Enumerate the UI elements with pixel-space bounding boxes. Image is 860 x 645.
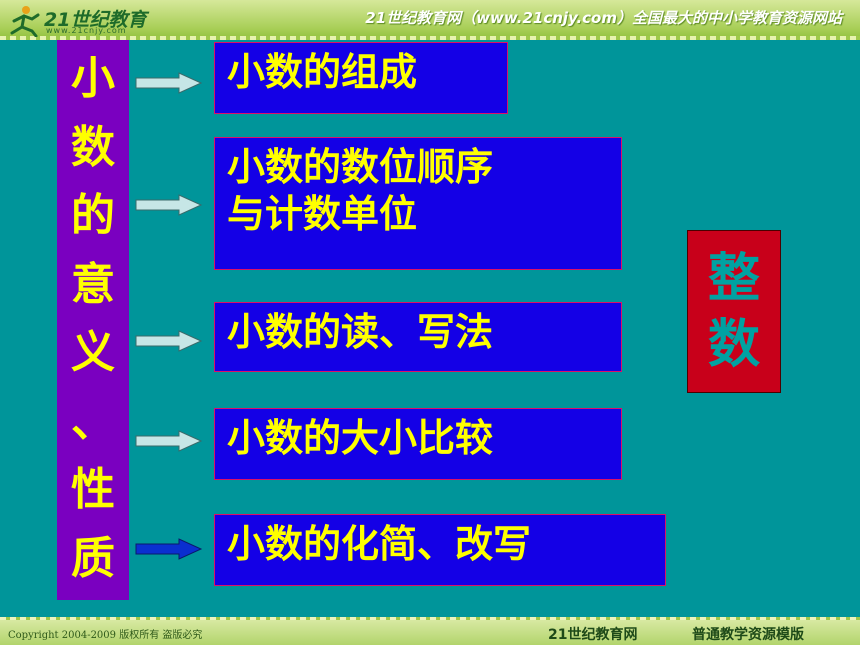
footer-bar: Copyright 2004-2009 版权所有 盗版必究 21世纪教育网 普通… xyxy=(0,620,860,645)
integer-char: 整 xyxy=(707,247,760,309)
topic-box-comparison[interactable]: 小数的大小比较 xyxy=(214,408,622,480)
topic-box-place-value[interactable]: 小数的数位顺序 与计数单位 xyxy=(214,137,622,270)
header-stripe xyxy=(0,36,860,40)
copyright-text: Copyright 2004-2009 版权所有 盗版必究 xyxy=(8,630,203,641)
logo-text: 21世纪教育 xyxy=(44,9,147,31)
site-title: 21世纪教育网（www.21cnjy.com）全国最大的中小学教育资源网站 xyxy=(365,9,842,27)
topic-box-composition[interactable]: 小数的组成 xyxy=(214,42,508,114)
header-bar: 21世纪教育 www.21cnjy.com 21世纪教育网（www.21cnjy… xyxy=(0,0,860,40)
title-char: 质 xyxy=(71,532,115,584)
footer-site-name: 21世纪教育网 xyxy=(548,627,638,643)
logo-subtext: www.21cnjy.com xyxy=(46,26,127,35)
topic-title-vertical: 小 数 的 意 义 、 性 质 xyxy=(57,40,129,600)
arrow-right-icon xyxy=(135,72,203,94)
topic-box-label: 小数的大小比较 xyxy=(227,415,494,460)
logo: 21世纪教育 www.21cnjy.com xyxy=(6,3,146,39)
title-char: 、 xyxy=(71,395,115,447)
title-char: 性 xyxy=(71,464,115,516)
arrow-right-icon xyxy=(135,430,203,452)
integer-char: 数 xyxy=(707,313,760,375)
footer-stripe xyxy=(0,617,860,620)
topic-box-label: 与计数单位 xyxy=(227,191,418,236)
arrow-right-icon xyxy=(135,538,203,560)
topic-box-label: 小数的组成 xyxy=(227,49,418,94)
topic-box-label: 小数的读、写法 xyxy=(227,309,494,354)
arrow-right-icon xyxy=(135,194,203,216)
title-char: 小 xyxy=(71,53,115,104)
topic-box-simplify[interactable]: 小数的化简、改写 xyxy=(214,514,666,586)
title-char: 的 xyxy=(71,190,115,242)
title-char: 义 xyxy=(71,327,115,379)
topic-box-label: 小数的化简、改写 xyxy=(227,521,532,566)
topic-box-label: 小数的数位顺序 xyxy=(227,144,494,189)
title-char: 意 xyxy=(71,258,115,310)
arrow-right-icon xyxy=(135,330,203,352)
integer-box[interactable]: 整 数 xyxy=(687,230,781,393)
runner-logo-icon xyxy=(10,6,40,37)
topic-box-read-write[interactable]: 小数的读、写法 xyxy=(214,302,622,372)
title-char: 数 xyxy=(71,121,115,173)
footer-template-label: 普通教学资源模版 xyxy=(692,627,804,643)
